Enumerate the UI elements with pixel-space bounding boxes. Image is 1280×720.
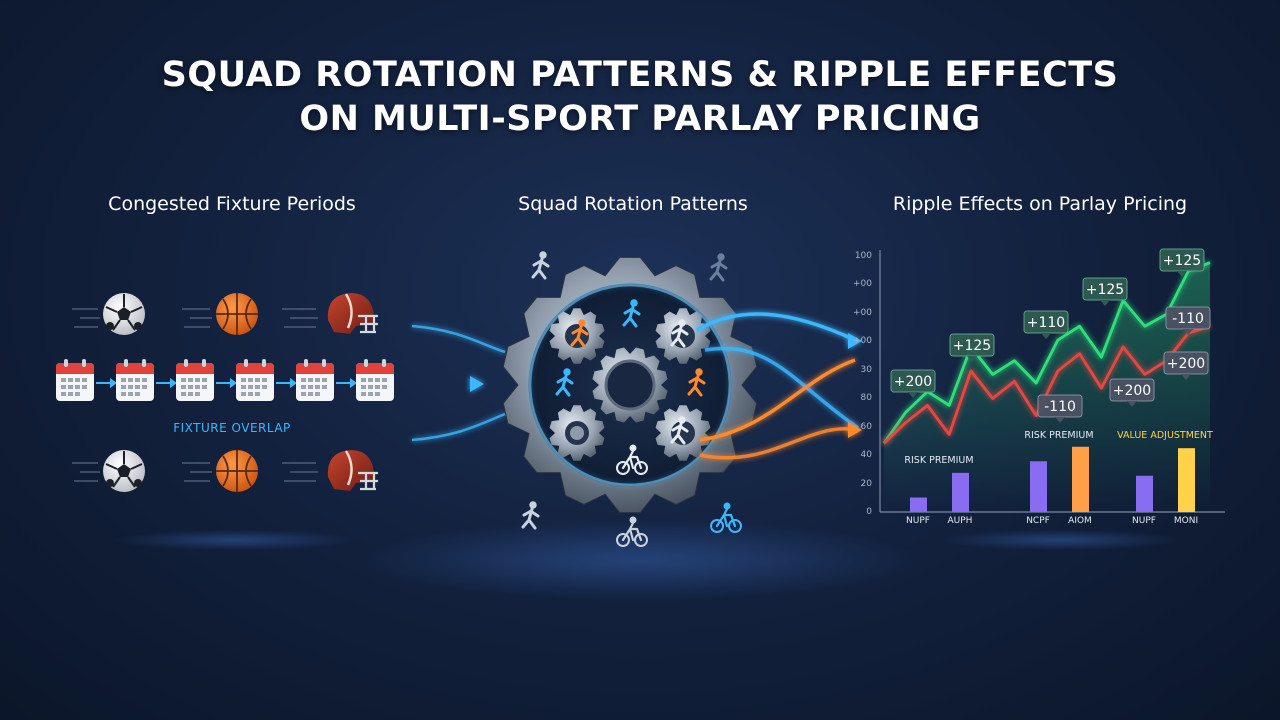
svg-text:+125: +125 xyxy=(1086,282,1124,298)
basketball-icon xyxy=(216,293,258,335)
bar-label: NUPF xyxy=(906,516,930,526)
basketball-icon xyxy=(216,450,258,492)
runner-icon xyxy=(531,250,550,280)
bar-label: AIOM xyxy=(1068,516,1092,526)
calendar-icon xyxy=(296,359,334,401)
odds-label: +200 xyxy=(1109,378,1155,407)
odds-label: +125 xyxy=(1082,277,1128,306)
page-title-line-1: SQUAD ROTATION PATTERNS & RIPPLE EFFECTS xyxy=(161,55,1119,95)
football-helmet-icon xyxy=(327,450,378,491)
odds-label: -110 xyxy=(1165,306,1211,335)
y-tick-label: 30 xyxy=(861,365,873,375)
green-series-area xyxy=(884,262,1210,512)
bar-group-label: RISK PREMIUM xyxy=(1024,430,1093,441)
calendar-icon xyxy=(56,359,94,401)
small-gear-icon xyxy=(549,405,605,461)
bar-label: AUPH xyxy=(948,516,973,526)
svg-text:-110: -110 xyxy=(1044,399,1076,415)
svg-text:+200: +200 xyxy=(894,374,932,390)
rotation-gear-assembly xyxy=(502,250,758,548)
y-tick-label: 60 xyxy=(861,422,873,432)
bar-label: NUPF xyxy=(1132,516,1156,526)
page-title-line-2: ON MULTI-SPORT PARLAY PRICING xyxy=(299,99,981,139)
center-gear-icon xyxy=(592,347,668,423)
bar xyxy=(1030,461,1047,512)
bar xyxy=(910,497,927,512)
calendar-icon xyxy=(116,359,154,401)
svg-text:+200: +200 xyxy=(1113,383,1151,399)
svg-text:+110: +110 xyxy=(1027,315,1065,331)
soccer-ball-icon xyxy=(103,450,145,492)
series-line xyxy=(882,261,1211,445)
outflow-lines xyxy=(696,312,862,460)
odds-label: +200 xyxy=(890,369,936,398)
section-title-ripple: Ripple Effects on Parlay Pricing xyxy=(892,193,1188,215)
bar xyxy=(1136,475,1153,512)
y-tick-label: +00 xyxy=(853,308,872,318)
calendar-row: FIXTURE OVERLAP xyxy=(56,359,484,435)
inflow-lines xyxy=(411,324,506,442)
parlay-pricing-chart: 0 20 40 60 80 30 +00 +00 +00 100 RISK PREMIUM NUPF… xyxy=(853,248,1225,526)
calendar-icon xyxy=(176,359,214,401)
calendar-icon xyxy=(236,359,274,401)
fixture-overlap-label: FIXTURE OVERLAP xyxy=(173,421,291,435)
y-tick-label: +00 xyxy=(853,336,872,346)
soccer-ball-icon xyxy=(103,293,145,335)
y-tick-label: 80 xyxy=(861,393,873,403)
y-tick-label: 40 xyxy=(861,450,873,460)
calendar-icon xyxy=(356,359,394,401)
sports-row-top xyxy=(72,293,378,335)
bar-label: NCPF xyxy=(1026,516,1050,526)
bar xyxy=(1072,446,1089,512)
bar-group-label: VALUE ADJUSTMENT xyxy=(1117,430,1213,441)
football-helmet-icon xyxy=(327,293,378,334)
odds-label: +125 xyxy=(1159,248,1205,277)
runner-icon xyxy=(709,252,728,282)
bar xyxy=(952,472,969,512)
odds-label: +125 xyxy=(949,333,995,362)
bar-group-label: RISK PREMIUM xyxy=(904,455,973,466)
odds-label: -110 xyxy=(1037,394,1083,423)
speed-lines xyxy=(72,308,318,328)
section-title-fixtures: Congested Fixture Periods xyxy=(108,193,356,215)
speed-lines xyxy=(72,462,318,482)
svg-text:+125: +125 xyxy=(1163,253,1201,269)
y-tick-label: 0 xyxy=(866,507,872,517)
bar xyxy=(1178,448,1195,512)
svg-text:-110: -110 xyxy=(1172,311,1204,327)
bar-label: MONI xyxy=(1174,516,1198,526)
odds-label: +200 xyxy=(1163,351,1209,380)
section-title-rotation: Squad Rotation Patterns xyxy=(518,193,748,215)
series-line xyxy=(883,324,1211,445)
y-tick-label: 100 xyxy=(855,251,872,261)
svg-text:+200: +200 xyxy=(1167,356,1205,372)
y-tick-label: +00 xyxy=(853,279,872,289)
odds-label: +110 xyxy=(1023,310,1069,339)
sports-row-bottom xyxy=(72,450,378,492)
svg-text:+125: +125 xyxy=(953,338,991,354)
y-tick-label: 20 xyxy=(861,479,873,489)
